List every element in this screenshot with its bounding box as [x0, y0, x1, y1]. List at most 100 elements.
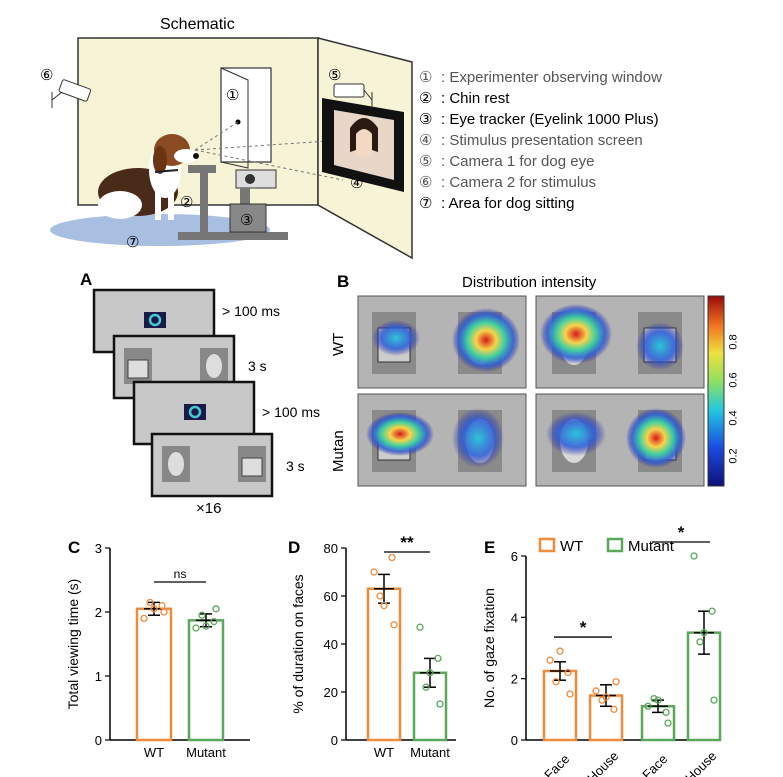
- legend-swatch: [606, 537, 624, 553]
- marker-5: ⑤: [328, 67, 342, 84]
- data-point: [644, 702, 652, 710]
- marker-6: ⑥: [40, 67, 54, 84]
- y-axis-label: No. of gaze fixation: [481, 588, 497, 708]
- timing-label: > 100 ms: [222, 303, 280, 319]
- data-point: [388, 553, 396, 562]
- legend-item: ③: Eye tracker (Eyelink 1000 Plus): [419, 111, 659, 128]
- colorbar: [707, 295, 725, 487]
- data-point: [654, 696, 662, 704]
- data-point: [376, 592, 384, 600]
- data-point: [662, 708, 670, 717]
- dog-illustration: [98, 134, 199, 220]
- y-tick-label: 0: [331, 733, 338, 748]
- data-point: [426, 669, 434, 677]
- y-tick-label: 3: [95, 541, 102, 556]
- observing-window: [220, 67, 272, 163]
- data-point: [708, 607, 716, 615]
- marker-1: ①: [226, 87, 240, 104]
- timing-label: 3 s: [248, 358, 267, 374]
- data-point: [160, 608, 168, 616]
- significance-label: *: [678, 523, 685, 542]
- data-point: [552, 678, 560, 686]
- x-tick-label: Mutant: [186, 745, 226, 760]
- schematic-title: Schematic: [160, 16, 235, 33]
- y-tick-label: 0: [511, 733, 518, 748]
- y-tick-label: 4: [511, 610, 518, 625]
- data-point: [566, 690, 574, 698]
- x-tick-label: Face: [541, 751, 572, 777]
- legend-label: Mutant: [628, 538, 675, 555]
- y-axis-label: Total viewing time (s): [65, 579, 81, 710]
- legend-item: ④: Stimulus presentation screen: [419, 132, 643, 149]
- x-tick-label: Mutant: [410, 745, 450, 760]
- y-tick-label: 1: [95, 669, 102, 684]
- data-point: [380, 601, 388, 610]
- y-tick-label: 0: [95, 733, 102, 748]
- eye-tracker: [229, 169, 277, 233]
- bar: [588, 694, 624, 742]
- bar: [542, 669, 578, 742]
- data-point: [690, 552, 698, 560]
- data-point: [140, 614, 148, 623]
- y-tick-label: 20: [324, 685, 338, 700]
- bar: [187, 619, 225, 742]
- panel-d-label: D: [288, 538, 301, 557]
- data-point: [416, 623, 424, 631]
- legend-item: ②: Chin rest: [419, 90, 510, 107]
- data-point: [696, 638, 704, 646]
- marker-7: ⑦: [126, 234, 140, 251]
- panel-b-label: B: [337, 272, 350, 291]
- legend-item: ⑤: Camera 1 for dog eye: [419, 153, 595, 170]
- data-point: [192, 624, 200, 632]
- data-point: [390, 621, 398, 629]
- data-point: [150, 605, 158, 613]
- data-point: [546, 656, 554, 664]
- data-point: [212, 605, 220, 613]
- timing-label: > 100 ms: [262, 404, 320, 420]
- marker-3: ③: [240, 212, 254, 229]
- data-point: [198, 611, 206, 619]
- x-tick-label: Face: [639, 751, 670, 777]
- data-point: [700, 629, 708, 637]
- data-point: [370, 568, 378, 576]
- data-point: [612, 678, 620, 686]
- y-tick-label: 40: [324, 637, 338, 652]
- heatmap-title: Distribution intensity: [462, 274, 597, 291]
- data-point: [650, 694, 658, 703]
- panel-a-label: A: [80, 270, 93, 289]
- data-point: [610, 705, 618, 713]
- panel-e-label: E: [484, 538, 496, 557]
- y-axis-label: % of duration on faces: [290, 574, 306, 713]
- x-tick-label: WT: [374, 745, 394, 760]
- y-tick-label: 2: [511, 672, 518, 687]
- repeat-label: ×16: [196, 500, 222, 517]
- legend-item: ⑦: Area for dog sitting: [419, 195, 575, 212]
- legend-label: WT: [560, 538, 583, 555]
- data-point: [434, 654, 442, 663]
- significance-label: ns: [174, 567, 187, 581]
- significance-label: *: [580, 618, 587, 637]
- data-point: [664, 719, 672, 727]
- bar: [366, 587, 402, 742]
- data-point: [592, 687, 600, 695]
- data-point: [436, 700, 444, 708]
- significance-label: **: [400, 533, 414, 552]
- chin-rest: [178, 165, 288, 240]
- x-tick-label: WT: [144, 745, 164, 760]
- timing-label: 3 s: [286, 458, 305, 474]
- x-tick-label: House: [682, 748, 719, 777]
- data-point: [158, 601, 166, 610]
- marker-4: ④: [350, 175, 364, 192]
- data-point: [710, 696, 718, 704]
- y-tick-label: 60: [324, 589, 338, 604]
- legend-item: ①: Experimenter observing window: [419, 69, 662, 86]
- y-tick-label: 2: [95, 605, 102, 620]
- data-point: [564, 668, 572, 677]
- data-point: [602, 693, 610, 701]
- marker-2: ②: [180, 194, 194, 211]
- y-tick-label: 6: [511, 549, 518, 564]
- camera-1-icon: [333, 83, 373, 108]
